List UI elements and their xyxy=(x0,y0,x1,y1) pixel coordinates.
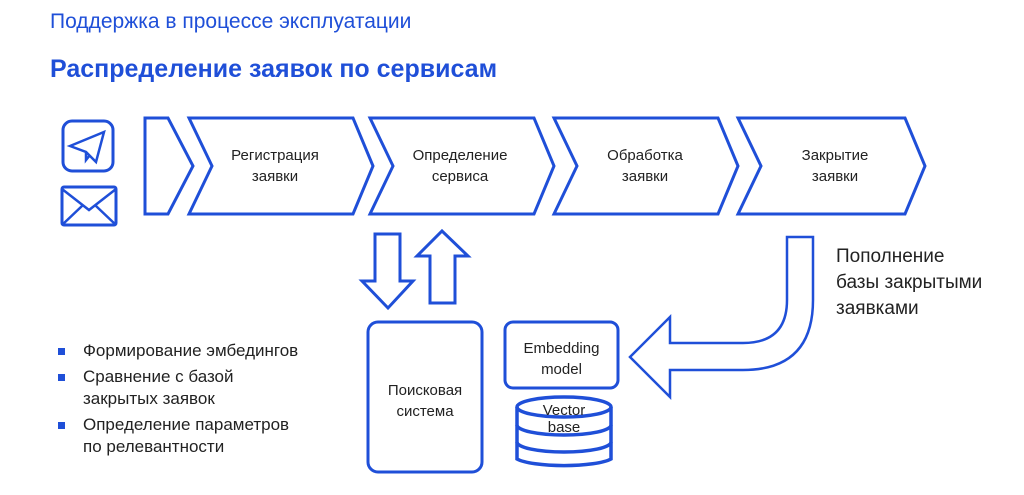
stage-label-closing: Закрытие заявки xyxy=(801,147,869,185)
embedding-model-label: Embedding model xyxy=(523,340,600,378)
bullet-item: Определение параметров по релевантности xyxy=(58,414,298,458)
up-arrow xyxy=(413,228,472,305)
bullet-text: Формирование эмбедингов xyxy=(83,341,299,360)
stage-label-service: Определение сервиса xyxy=(412,147,508,185)
embedding-model-box xyxy=(503,320,620,390)
bullet-text: Определение параметров по релевантности xyxy=(83,415,290,456)
stage-chevron-4 xyxy=(735,116,927,216)
slide-subtitle: Поддержка в процессе эксплуатации xyxy=(50,10,412,33)
database-icon xyxy=(515,395,613,468)
bullet-text: Сравнение с базой закрытых заявок xyxy=(83,367,234,408)
stage-chevron-2 xyxy=(367,116,556,216)
bullet-list: Формирование эмбедингов Сравнение с базо… xyxy=(58,340,298,462)
stage-label-registration: Регистрация заявки xyxy=(231,147,319,185)
stage-label-processing: Обработка заявки xyxy=(607,147,683,185)
slide-title: Распределение заявок по сервисам xyxy=(50,55,498,83)
return-arrow xyxy=(628,235,815,401)
search-system-box xyxy=(366,320,484,474)
mail-icon xyxy=(60,185,118,227)
bullet-item: Формирование эмбедингов xyxy=(58,340,298,362)
telegram-icon xyxy=(61,119,115,173)
stage-chevron-1 xyxy=(186,116,375,216)
down-arrow xyxy=(358,232,417,311)
search-system-label: Поисковая система xyxy=(387,382,463,420)
side-note: Пополнение базы закрытыми заявками xyxy=(836,246,983,319)
vector-base-label: Vector base xyxy=(542,402,586,436)
bullet-item: Сравнение с базой закрытых заявок xyxy=(58,366,298,410)
stage-chevron-3 xyxy=(551,116,740,216)
start-chevron xyxy=(143,116,195,216)
